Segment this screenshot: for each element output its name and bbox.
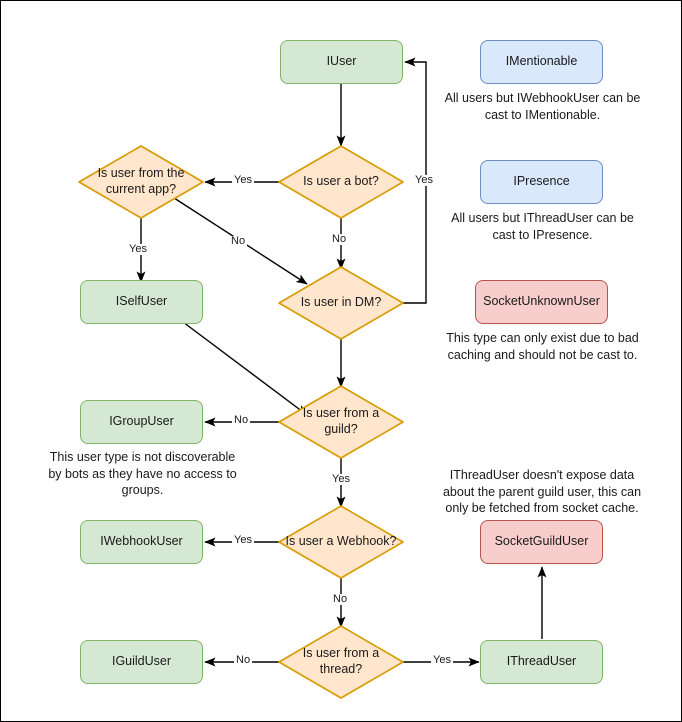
- node-igroupuser[interactable]: IGroupUser: [80, 400, 203, 444]
- decision-is-webhook-label: Is user a Webhook?: [285, 534, 397, 549]
- node-iwebhookuser-label: IWebhookUser: [100, 534, 183, 549]
- node-ithreaduser-label: IThreadUser: [506, 654, 577, 669]
- node-ipresence-label: IPresence: [513, 174, 570, 189]
- decision-is-bot-label: Is user a bot?: [303, 174, 379, 189]
- node-iguilduser-label: IGuildUser: [111, 654, 172, 669]
- decision-is-current-app[interactable]: Is user from the current app?: [69, 146, 213, 218]
- edge-label-thread-yes: Yes: [431, 654, 453, 666]
- decision-is-dm[interactable]: Is user in DM?: [269, 267, 413, 339]
- node-iuser-label: IUser: [326, 54, 357, 69]
- note-presence: All users but IThreadUser can be cast to…: [451, 211, 634, 242]
- decision-is-webhook[interactable]: Is user a Webhook?: [269, 506, 413, 578]
- node-socket-unknown-user[interactable]: SocketUnknownUser: [475, 280, 608, 324]
- node-iselfuser[interactable]: ISelfUser: [80, 280, 203, 324]
- decision-is-bot[interactable]: Is user a bot?: [269, 146, 413, 218]
- node-iguilduser[interactable]: IGuildUser: [80, 640, 203, 684]
- node-imentionable-label: IMentionable: [505, 54, 578, 69]
- edge-label-guild-yes: Yes: [330, 473, 352, 485]
- edge-label-bot-yes: Yes: [232, 174, 254, 186]
- note-thread: IThreadUser doesn't expose data about th…: [442, 468, 642, 515]
- decision-is-dm-label: Is user in DM?: [300, 295, 382, 310]
- edge-label-webhook-no: No: [331, 593, 350, 605]
- node-imentionable[interactable]: IMentionable: [480, 40, 603, 84]
- note-socket-unknown: This type can only exist due to bad cach…: [446, 331, 639, 362]
- node-socket-guild-user-label: SocketGuildUser: [494, 534, 589, 549]
- edge-label-guild-no: No: [232, 414, 251, 426]
- edge-label-app-yes: Yes: [127, 243, 149, 255]
- decision-is-guild-label: Is user from a guild?: [302, 406, 380, 436]
- node-socket-guild-user[interactable]: SocketGuildUser: [480, 520, 603, 564]
- decision-is-guild[interactable]: Is user from a guild?: [269, 386, 413, 458]
- node-socket-unknown-user-label: SocketUnknownUser: [483, 294, 600, 309]
- edge-label-bot-no: No: [330, 233, 349, 245]
- node-igroupuser-label: IGroupUser: [109, 414, 174, 429]
- edge-label-app-no: No: [229, 235, 248, 247]
- note-group: This user type is not discoverable by bo…: [48, 450, 237, 497]
- node-iuser[interactable]: IUser: [280, 40, 403, 84]
- edge-label-webhook-yes: Yes: [232, 534, 254, 546]
- node-iselfuser-label: ISelfUser: [115, 294, 168, 309]
- node-ipresence[interactable]: IPresence: [480, 160, 603, 204]
- node-ithreaduser[interactable]: IThreadUser: [480, 640, 603, 684]
- decision-is-thread[interactable]: Is user from a thread?: [269, 626, 413, 698]
- node-iwebhookuser[interactable]: IWebhookUser: [80, 520, 203, 564]
- note-mentionable: All users but IWebhookUser can be cast t…: [444, 91, 641, 122]
- edge-label-thread-no: No: [234, 654, 253, 666]
- edge-label-dm-yes: Yes: [413, 174, 435, 186]
- decision-is-current-app-label: Is user from the current app?: [97, 166, 185, 196]
- decision-is-thread-label: Is user from a thread?: [302, 646, 380, 676]
